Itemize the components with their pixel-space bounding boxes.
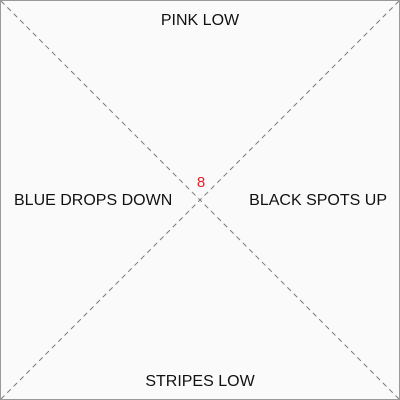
- zone-left-option[interactable]: BLUE DROPS DOWN: [14, 192, 173, 209]
- zone-top-option[interactable]: PINK LOW: [160, 12, 240, 29]
- zone-bottom-option[interactable]: STRIPES LOW: [145, 373, 255, 390]
- center-number: 8: [196, 174, 206, 191]
- zone-right-option[interactable]: BLACK SPOTS UP: [249, 192, 387, 209]
